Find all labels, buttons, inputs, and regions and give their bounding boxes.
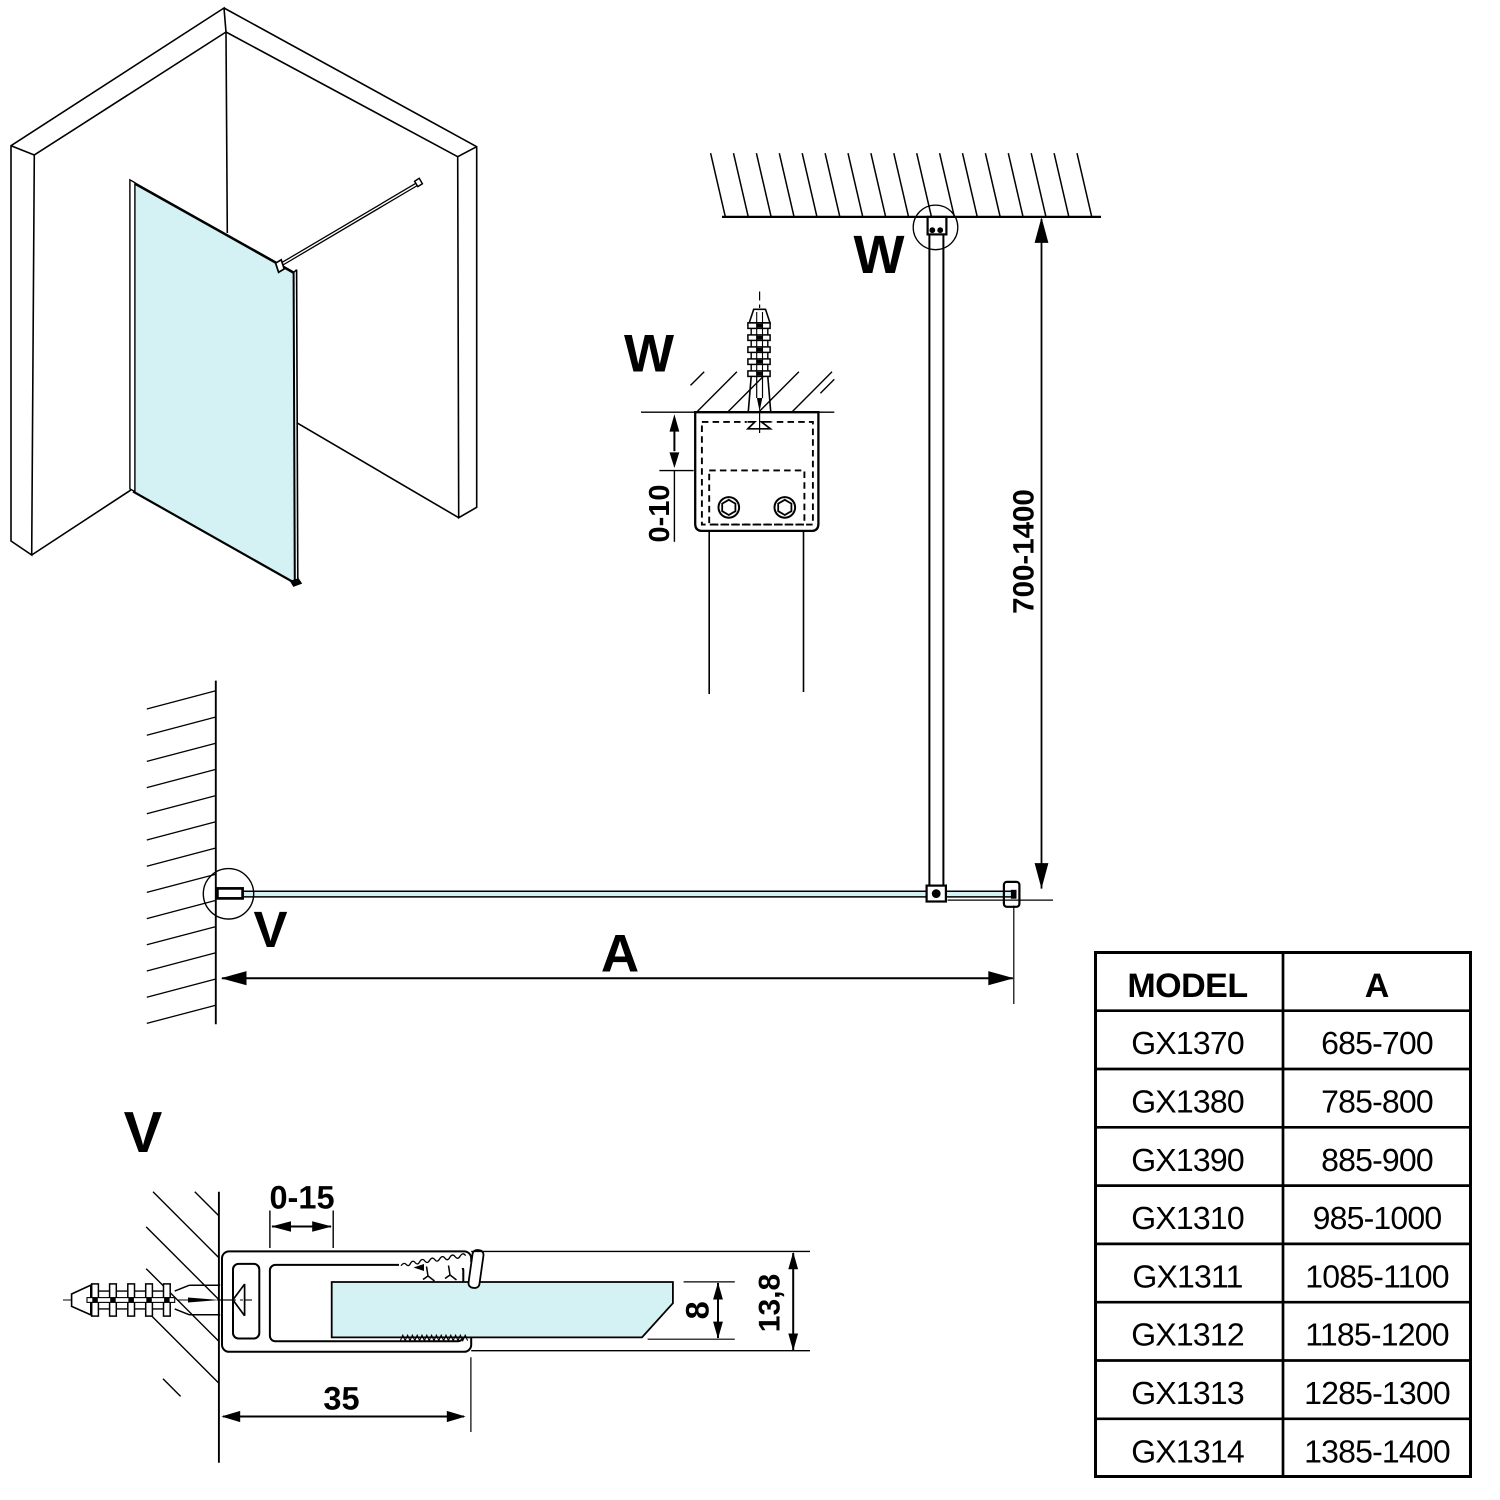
svg-text:1085-1100: 1085-1100 <box>1305 1258 1448 1294</box>
svg-text:GX1370: GX1370 <box>1131 1025 1244 1061</box>
svg-text:0-10: 0-10 <box>644 484 676 542</box>
svg-text:0-15: 0-15 <box>269 1180 334 1216</box>
svg-text:GX1311: GX1311 <box>1132 1258 1242 1294</box>
svg-text:700-1400: 700-1400 <box>1008 489 1041 614</box>
svg-text:MODEL: MODEL <box>1127 967 1247 1005</box>
svg-text:GX1310: GX1310 <box>1131 1200 1244 1236</box>
svg-text:W: W <box>854 225 905 285</box>
svg-text:V: V <box>253 901 287 958</box>
svg-text:GX1314: GX1314 <box>1131 1433 1244 1469</box>
svg-text:985-1000: 985-1000 <box>1313 1200 1442 1236</box>
svg-text:785-800: 785-800 <box>1321 1084 1433 1120</box>
svg-text:1385-1400: 1385-1400 <box>1304 1433 1450 1469</box>
svg-text:W: W <box>624 324 674 383</box>
svg-text:8: 8 <box>680 1301 716 1319</box>
svg-text:A: A <box>601 925 639 984</box>
svg-text:685-700: 685-700 <box>1321 1025 1433 1061</box>
svg-text:1285-1300: 1285-1300 <box>1304 1375 1450 1411</box>
svg-text:1185-1200: 1185-1200 <box>1305 1317 1448 1353</box>
svg-text:V: V <box>124 1100 163 1165</box>
svg-text:GX1312: GX1312 <box>1131 1317 1244 1353</box>
svg-text:GX1390: GX1390 <box>1131 1142 1244 1178</box>
svg-text:885-900: 885-900 <box>1321 1142 1433 1178</box>
svg-text:A: A <box>1365 967 1390 1005</box>
svg-text:13,8: 13,8 <box>754 1274 787 1332</box>
svg-text:35: 35 <box>323 1381 359 1417</box>
svg-text:GX1380: GX1380 <box>1131 1084 1244 1120</box>
svg-text:GX1313: GX1313 <box>1131 1375 1244 1411</box>
